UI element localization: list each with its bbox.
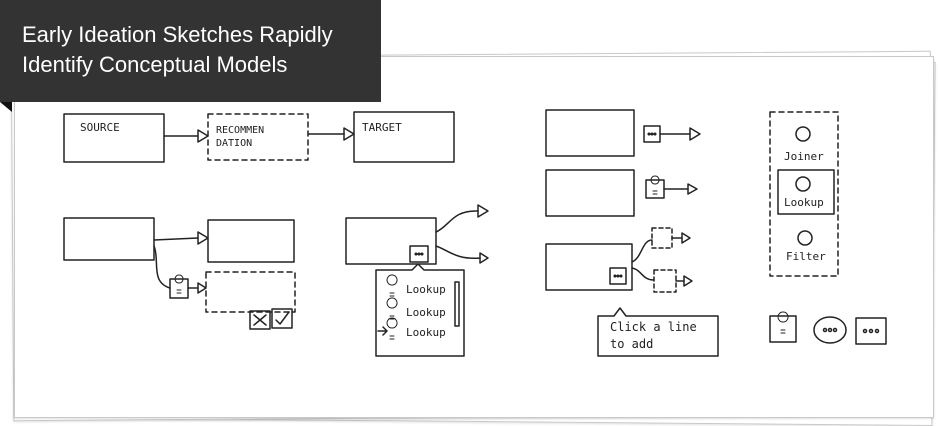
placeholder-node: [653, 269, 677, 293]
sketch-lookup-branch: [63, 217, 296, 330]
lightbulb-icon: [777, 311, 789, 334]
dropdown-scrollbar: [454, 281, 460, 327]
sketch-tooltip: Click a line to add: [597, 307, 719, 357]
node-menu-button: [409, 245, 429, 263]
cancel-button: [249, 310, 271, 330]
lookup-icon: [795, 176, 811, 192]
filter-icon: [797, 230, 813, 246]
placeholder-node: [651, 227, 673, 249]
target-label: TARGET: [362, 121, 402, 134]
source-box: [63, 113, 165, 163]
confirm-button: [271, 308, 293, 329]
lightbulb-node: [645, 179, 665, 199]
palette-filter-label: Filter: [786, 250, 826, 263]
box-b: [545, 169, 635, 217]
banner-fold: [0, 102, 12, 112]
title-line-2: Identify Conceptual Models: [22, 52, 288, 77]
arrow-head: [197, 129, 209, 143]
pending-box: [205, 271, 296, 313]
palette-lookup-selected: [777, 169, 835, 215]
pointer-arrow-icon: [377, 326, 388, 336]
palette-lookup-label: Lookup: [784, 196, 824, 209]
box-a: [545, 109, 635, 157]
arrow-head: [343, 127, 355, 141]
arrow-head: [477, 204, 489, 218]
sketch-node-states: [545, 109, 701, 293]
sketch-lookup-dropdown: Lookup Lookup Lookup: [345, 204, 489, 357]
palette-joiner-label: Joiner: [784, 150, 824, 163]
sketch-pipeline: SOURCE RECOMMEN DATION TARGET: [63, 111, 455, 163]
recommendation-label-2: DATION: [216, 138, 252, 149]
arrow-head: [687, 183, 698, 195]
arrow-head: [681, 232, 691, 244]
box-c: [545, 243, 633, 291]
palette-panel: [769, 111, 839, 277]
output-box: [207, 219, 295, 263]
arrow-head: [197, 282, 207, 294]
title-banner: Early Ideation Sketches Rapidly Identify…: [0, 0, 381, 102]
lookup-option-label: Lookup: [406, 326, 446, 339]
tooltip-line-1: Click a line: [610, 320, 697, 334]
source-box-3: [345, 217, 437, 265]
joiner-icon: [795, 126, 811, 142]
input-box: [63, 217, 155, 261]
arrow-head: [683, 275, 693, 287]
menu-node: [609, 267, 627, 285]
ellipsis-round-button: [813, 316, 847, 344]
lookup-option-label: Lookup: [406, 283, 446, 296]
tooltip-bubble: [597, 307, 719, 357]
recommendation-label-1: RECOMMEN: [216, 125, 264, 136]
source-label: SOURCE: [80, 121, 120, 134]
lookup-option-label: Lookup: [406, 306, 446, 319]
arrow-head: [689, 127, 701, 141]
close-icon: [253, 314, 267, 326]
ellipsis-square-button: [855, 317, 887, 345]
sketch-palette: Joiner Lookup Filter: [769, 111, 887, 345]
title-line-1: Early Ideation Sketches Rapidly: [22, 22, 333, 47]
tooltip-line-2: to add: [610, 337, 653, 351]
paper-sheet-front: [14, 56, 934, 418]
recommendation-box: [207, 113, 309, 161]
lightbulb-node: [169, 278, 189, 299]
lookup-option: Lookup: [386, 274, 446, 297]
lightbulb-button: [769, 315, 797, 343]
lookup-dropdown: [375, 263, 465, 357]
lookup-option: Lookup: [386, 297, 446, 320]
target-box: [353, 111, 455, 163]
lookup-option: Lookup: [377, 317, 446, 340]
check-icon: [275, 311, 290, 325]
arrow-head: [197, 231, 209, 245]
arrow-head: [479, 252, 489, 264]
